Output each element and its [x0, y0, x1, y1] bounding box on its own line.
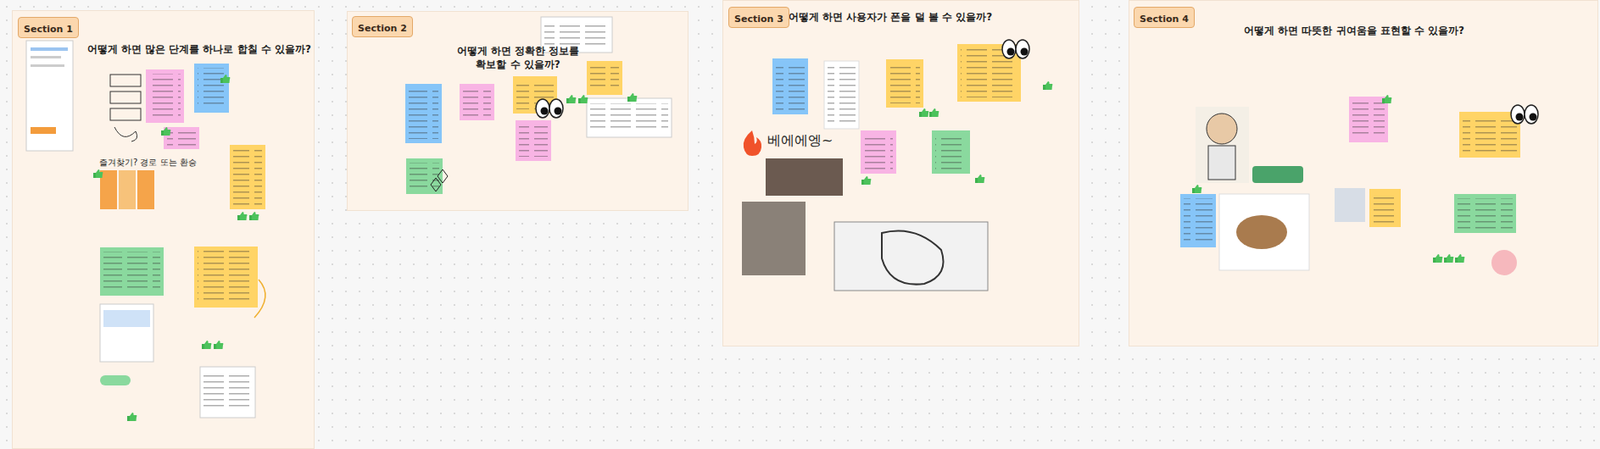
section-title: 어떻게 하면 사용자가 폰을 덜 볼 수 있을까?	[788, 11, 993, 25]
section-title: 어떻게 하면 따뜻한 귀여움을 표현할 수 있을까?	[1243, 24, 1465, 39]
section-badge: Section 4	[1133, 6, 1195, 28]
section-frame: 어떻게 하면 따뜻한 귀여움을 표현할 수 있을까? Section 4	[1128, 0, 1599, 347]
section-frame: 어떻게 하면 사용자가 폰을 덜 볼 수 있을까? Section 3	[722, 0, 1080, 347]
section-label: Section 3	[734, 13, 784, 25]
section-badge: Section 1	[17, 16, 79, 39]
note-label: 베에에엥~	[767, 132, 833, 151]
section-badge: Section 3	[728, 6, 790, 28]
section-title: 어떻게 하면 정확한 정보를 확보할 수 있을까?	[450, 44, 586, 72]
section-title: 어떻게 하면 많은 단계를 하나로 합칠 수 있을까?	[87, 43, 312, 57]
section-frame: 어떻게 하면 많은 단계를 하나로 합칠 수 있을까? Section 1	[11, 10, 315, 449]
section-label: Section 4	[1139, 13, 1189, 25]
section-label: Section 2	[357, 22, 407, 34]
section-label: Section 1	[23, 23, 73, 35]
section-frame: 어떻게 하면 정확한 정보를 확보할 수 있을까? Section 2	[346, 11, 689, 212]
note-label: 즐겨찾기? 경로 또는 환승	[99, 156, 197, 169]
section-badge: Section 2	[351, 16, 413, 38]
